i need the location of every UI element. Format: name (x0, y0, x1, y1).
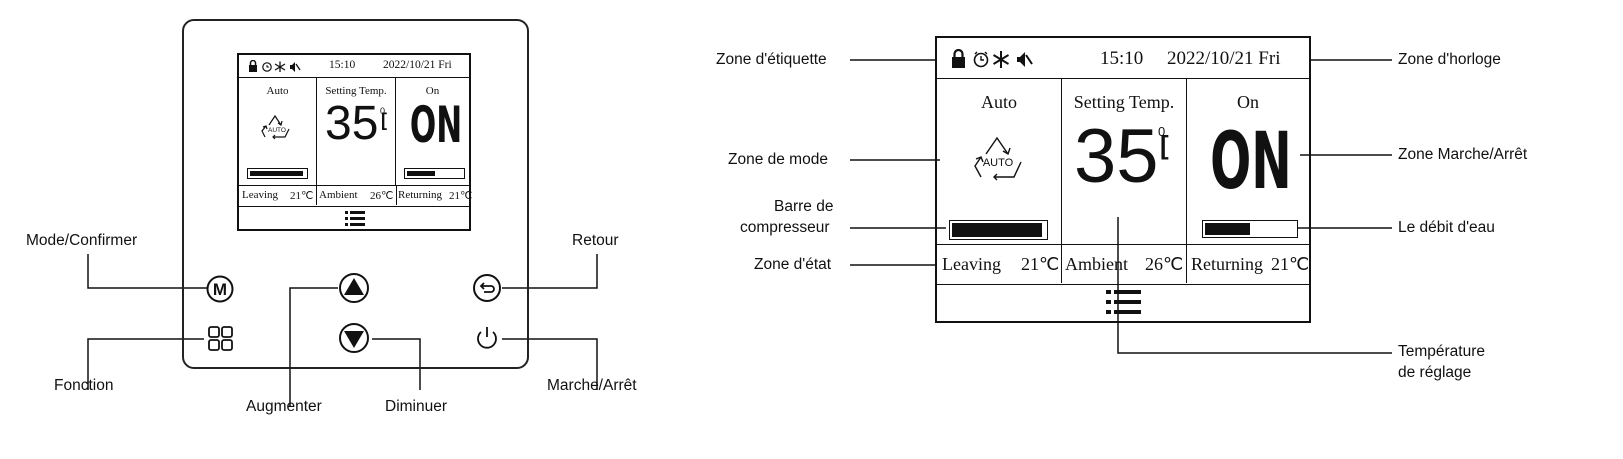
large-label-zone: 15:10 2022/10/21 Fri (937, 38, 1309, 79)
large-ambient-value: 26℃ (1145, 254, 1184, 274)
small-power-state: ON (409, 96, 463, 154)
label-zone-horloge: Zone d'horloge (1398, 51, 1501, 68)
small-setting-zone: Setting Temp. 35 0 [ (317, 78, 396, 185)
large-mode-zone: Auto AUTO (937, 79, 1062, 244)
label-barre-line1: Barre de (774, 198, 834, 215)
lock-icon (249, 60, 257, 72)
small-water-flow-bar (404, 168, 465, 179)
large-setting-zone: Setting Temp. 35 0 [ (1062, 79, 1187, 244)
label-zone-etiquette: Zone d'étiquette (716, 51, 827, 68)
large-leaving-value: 21℃ (1021, 254, 1060, 274)
label-mode-confirmer: Mode/Confirmer (26, 232, 138, 249)
small-returning-label: Returning (398, 189, 442, 201)
large-water-flow-bar (1202, 220, 1298, 238)
alarm-clock-icon (973, 51, 989, 68)
label-zone-marche-arret: Zone Marche/Arrêt (1398, 146, 1528, 163)
triangle-up-icon[interactable] (338, 272, 370, 304)
label-retour: Retour (572, 232, 619, 249)
auto-mode-icon: AUTO (261, 114, 290, 140)
small-status-zone: Leaving 21℃ Ambient 26℃ Returning 21℃ (239, 185, 473, 207)
controller-screen-small: 15:10 2022/10/21 Fri Auto AUTO Setting T… (237, 53, 473, 231)
snowflake-icon (274, 61, 286, 72)
large-date: 2022/10/21 Fri (1167, 48, 1281, 69)
triangle-down-icon[interactable] (338, 322, 370, 354)
snowflake-icon (992, 51, 1010, 68)
large-returning-value: 21℃ (1271, 254, 1310, 274)
menu-list-icon[interactable] (1106, 289, 1142, 315)
label-diminuer: Diminuer (385, 398, 448, 415)
label-debit-eau: Le débit d'eau (1398, 219, 1495, 236)
controller-panel (182, 19, 529, 369)
large-temp-degree: 0 (1158, 124, 1166, 139)
label-marche-arret: Marche/Arrêt (547, 377, 637, 394)
svg-text:M: M (213, 280, 227, 299)
large-returning-label: Returning (1191, 254, 1263, 274)
large-compressor-bar (949, 220, 1048, 240)
label-temp-line2: de réglage (1398, 364, 1472, 381)
small-date: 2022/10/21 Fri (383, 59, 452, 71)
auto-mode-icon: AUTO (974, 136, 1022, 181)
small-ambient-value: 26℃ (370, 190, 394, 202)
large-temp-unit: [ (1160, 130, 1169, 160)
large-mode-title: Auto (981, 92, 1017, 112)
large-leaving-label: Leaving (942, 254, 1001, 274)
label-barre-line2: compresseur (740, 219, 830, 236)
large-setting-title: Setting Temp. (1073, 92, 1175, 112)
small-ambient-label: Ambient (319, 189, 358, 201)
svg-text:AUTO: AUTO (268, 127, 286, 134)
large-temp-value: 35 (1074, 114, 1159, 199)
label-zone-mode: Zone de mode (728, 151, 828, 168)
small-time: 15:10 (329, 59, 356, 71)
mute-icon (1017, 52, 1033, 67)
label-temp-line1: Température (1398, 343, 1486, 360)
small-temp-degree: 0 (380, 106, 386, 116)
label-augmenter: Augmenter (246, 398, 322, 415)
svg-text:AUTO: AUTO (983, 157, 1014, 169)
mode-m-icon[interactable]: M (206, 275, 234, 303)
large-time: 15:10 (1100, 48, 1144, 69)
small-setting-title: Setting Temp. (325, 85, 387, 97)
large-power-title: On (1237, 92, 1259, 112)
alarm-clock-icon (262, 62, 272, 72)
small-status-icons (249, 60, 301, 72)
small-power-zone: On ON (396, 78, 469, 185)
return-arrow-icon[interactable] (472, 273, 502, 303)
small-power-title: On (425, 85, 440, 97)
lock-icon (952, 49, 965, 68)
small-label-zone: 15:10 2022/10/21 Fri (239, 55, 469, 78)
small-returning-value: 21℃ (449, 190, 473, 202)
small-mode-zone: Auto AUTO (239, 78, 317, 185)
small-leaving-label: Leaving (242, 189, 279, 201)
mute-icon (290, 62, 301, 72)
menu-list-icon[interactable] (345, 210, 365, 226)
small-temp-unit: [ (381, 110, 387, 130)
small-temp-value: 35 (325, 97, 379, 150)
large-power-state: ON (1210, 117, 1292, 207)
label-fonction: Fonction (54, 377, 114, 394)
small-compressor-bar (247, 168, 308, 179)
grid-four-squares-icon[interactable] (206, 324, 236, 354)
large-status-zone: Leaving 21℃ Ambient 26℃ Returning 21℃ (937, 244, 1309, 285)
large-ambient-label: Ambient (1065, 254, 1128, 274)
large-power-zone: On ON (1187, 79, 1309, 244)
power-icon[interactable] (472, 323, 502, 353)
small-leaving-value: 21℃ (290, 190, 314, 202)
display-screen-large: 15:10 2022/10/21 Fri Auto AUTO Setting T… (935, 36, 1311, 323)
label-zone-etat: Zone d'état (754, 256, 832, 273)
large-status-icons (952, 49, 1033, 68)
small-mode-title: Auto (266, 85, 289, 97)
